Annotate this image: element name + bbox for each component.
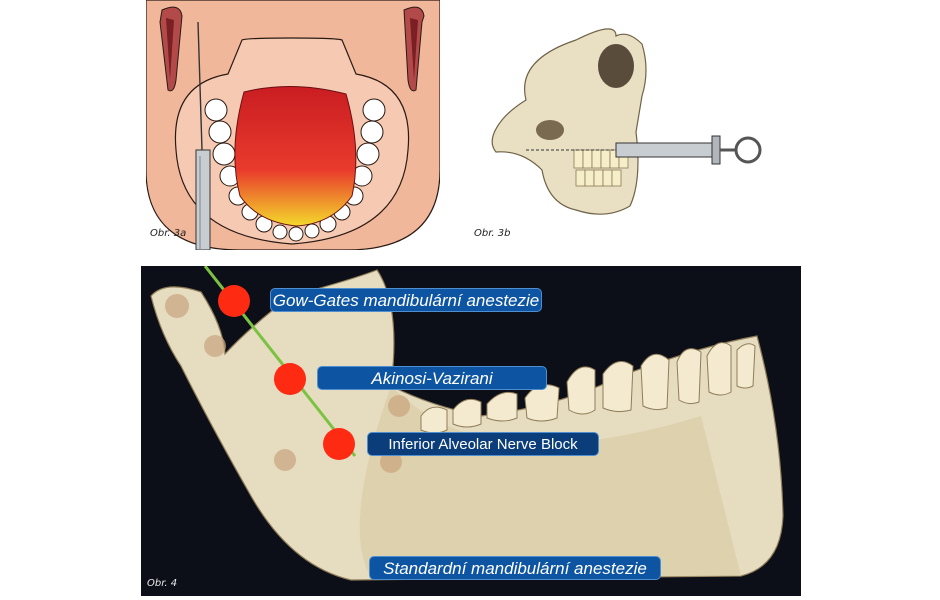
syringe-barrel xyxy=(615,142,713,158)
figure-3b-panel: Obr. 3b xyxy=(466,0,786,250)
skull-diagram xyxy=(491,28,762,215)
label-ianb: Inferior Alveolar Nerve Block xyxy=(367,432,599,456)
figure-4-panel: Gow-Gates mandibulární anestezie Akinosi… xyxy=(141,266,801,596)
faded-markers xyxy=(165,294,410,473)
figure-3a-caption: Obr. 3a xyxy=(150,228,187,239)
injection-point-akinosi xyxy=(274,363,306,395)
injection-point-ianb xyxy=(323,428,355,460)
mouth-diagram xyxy=(146,0,440,250)
injection-point-gow-gates xyxy=(218,285,250,317)
label-standard: Standardní mandibulární anestezie xyxy=(369,556,661,580)
figure-3b-caption: Obr. 3b xyxy=(474,228,511,239)
teeth xyxy=(573,149,629,187)
figure-3a-panel: Obr. 3a xyxy=(146,0,440,250)
lower-teeth xyxy=(420,342,756,434)
needle xyxy=(197,21,203,151)
label-akinosi: Akinosi-Vazirani xyxy=(317,366,547,390)
temporal-fossa xyxy=(536,120,564,140)
mandible-photo xyxy=(150,266,784,581)
figure-4-caption: Obr. 4 xyxy=(147,578,178,589)
label-gow-gates: Gow-Gates mandibulární anestezie xyxy=(270,288,542,312)
eye-socket xyxy=(598,44,634,88)
tongue xyxy=(234,85,357,227)
syringe-ring xyxy=(734,136,762,164)
right-ramus-inner xyxy=(410,18,418,80)
left-ramus-inner xyxy=(166,18,174,80)
syringe-barrel xyxy=(195,149,211,250)
